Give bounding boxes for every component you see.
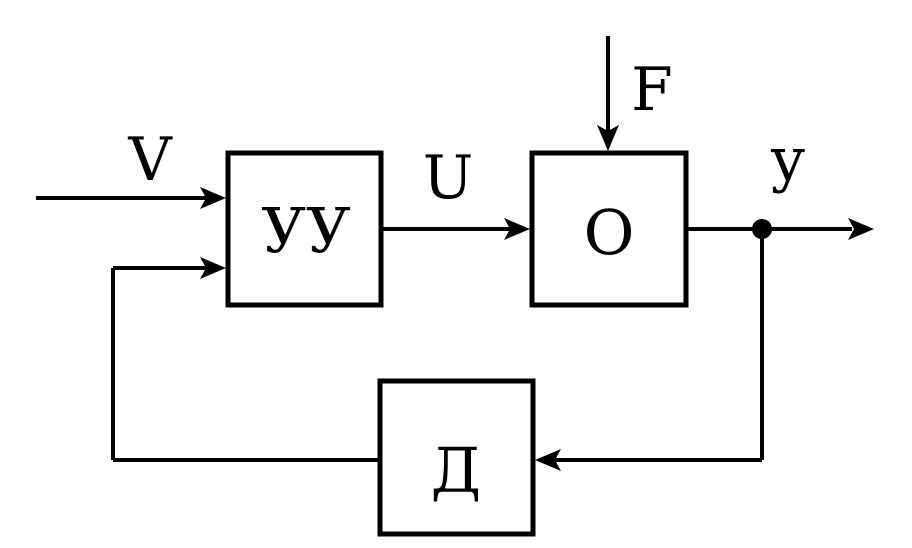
controller-block <box>225 150 384 308</box>
control-u-label: U <box>423 143 474 213</box>
feedback-sensor-arrowhead <box>535 449 561 471</box>
sensor-block <box>377 378 536 537</box>
control-u-arrowhead <box>504 218 530 240</box>
object-block <box>529 150 689 308</box>
output-y-arrowhead <box>848 218 874 240</box>
output-y-label: y <box>770 125 805 195</box>
input-v-arrowhead <box>200 187 226 209</box>
disturbance-f-arrowhead <box>597 125 619 151</box>
input-v-label: V <box>127 125 173 195</box>
controller-label: УУ <box>261 194 351 267</box>
sensor-label: Д <box>431 434 481 507</box>
object-label: О <box>584 196 635 269</box>
feedback-controller-arrowhead <box>200 257 226 279</box>
disturbance-f-label: F <box>631 55 673 125</box>
